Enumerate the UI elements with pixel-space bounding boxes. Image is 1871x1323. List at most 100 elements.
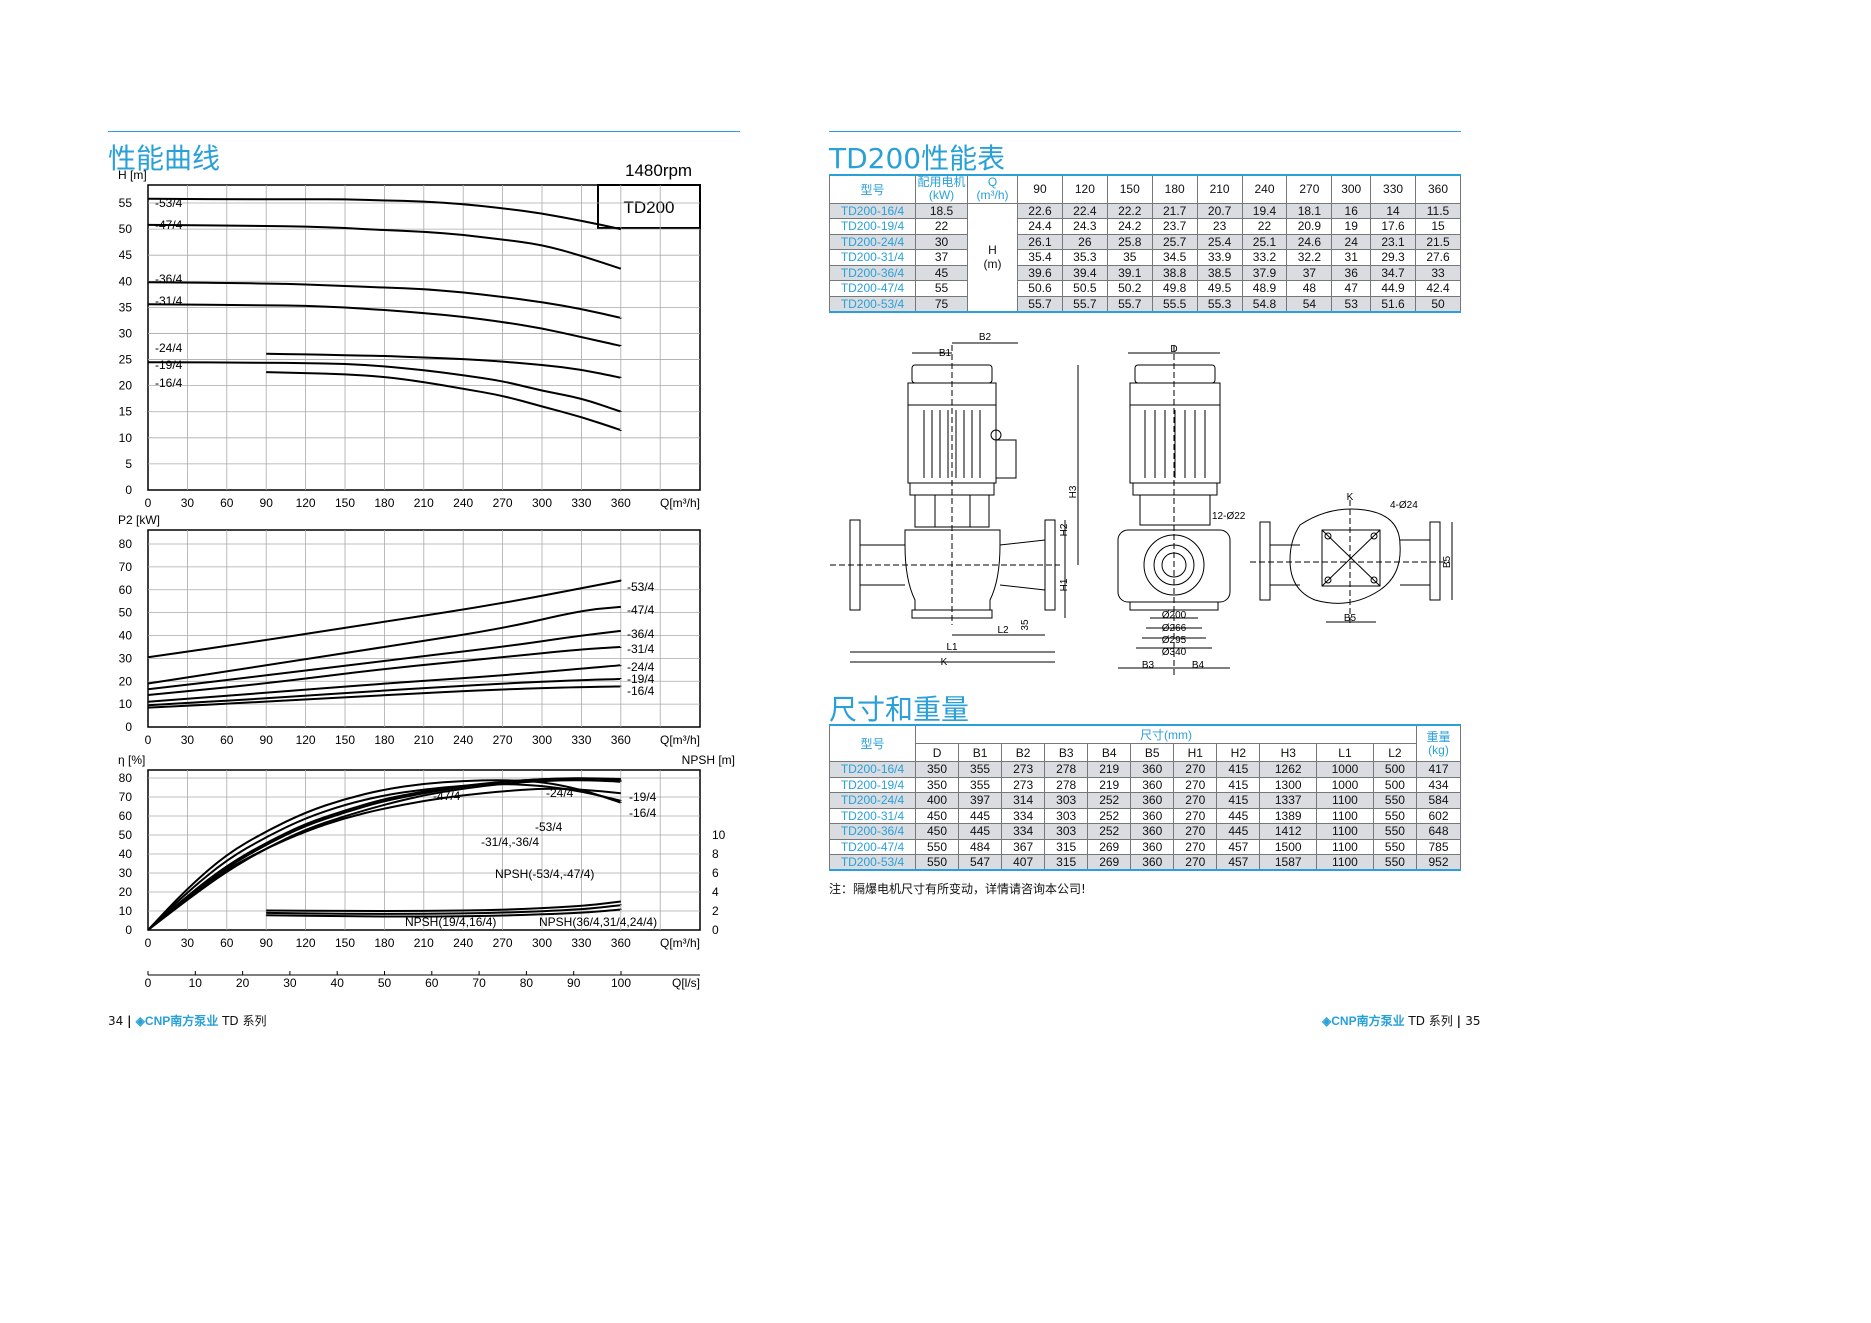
- x-tick-label: 0: [145, 496, 152, 510]
- x-tick-label: 180: [374, 936, 394, 950]
- right-footer: ◈CNP南方泵业 TD 系列 | 35: [1322, 1014, 1481, 1028]
- dim-cell-value: 270: [1173, 854, 1218, 871]
- dim-d266: Ø266: [1162, 623, 1187, 634]
- series-line: [147, 779, 622, 931]
- series-label: -24/4: [546, 786, 574, 800]
- dim-cell-value: 1100: [1316, 792, 1374, 809]
- dim-B3: B3: [1142, 660, 1155, 671]
- perf-cell-head: 55.3: [1196, 295, 1243, 313]
- y-tick-label: 50: [119, 222, 133, 236]
- y-tick-label: 40: [119, 629, 133, 643]
- x-axis-label: Q[m³/h]: [660, 496, 700, 510]
- secondary-x-tick-label: 60: [425, 976, 439, 990]
- perf-cell-head: 38.8: [1151, 264, 1198, 281]
- dim-cell-value: 334: [1001, 823, 1046, 840]
- brand-name: CNP: [144, 1014, 171, 1028]
- y-tick-label: 60: [119, 809, 133, 823]
- series-line: [147, 629, 621, 691]
- x-tick-label: 0: [145, 936, 152, 950]
- perf-cell-head: 25.4: [1196, 233, 1243, 250]
- perf-cell-head: 50.6: [1017, 280, 1063, 297]
- brand-logo: ◈CNP南方泵业: [136, 1014, 219, 1028]
- perf-header-motor: 配用电机(kW): [915, 174, 968, 204]
- model-box: [597, 184, 701, 229]
- dim-cell-value: 273: [1001, 776, 1046, 793]
- perf-cell-head: 22.6: [1017, 202, 1063, 219]
- secondary-x-tick-label: 70: [472, 976, 486, 990]
- dim-header-col: H1: [1173, 743, 1218, 762]
- series-label: -31/4,-36/4: [481, 835, 539, 849]
- dim-cell-value: 1412: [1259, 823, 1318, 840]
- perf-cell-head: 39.6: [1017, 264, 1063, 281]
- side-motor-fan: [1134, 364, 1216, 384]
- dim-header-col: B4: [1087, 743, 1132, 762]
- perf-cell-head: 34.7: [1370, 264, 1417, 281]
- perf-cell-head: 39.4: [1061, 264, 1108, 281]
- y-tick-label: 25: [119, 353, 133, 367]
- perf-cell-head: 35: [1106, 249, 1153, 266]
- x-tick-label: 0: [145, 733, 152, 747]
- dim-header-col: L1: [1316, 743, 1374, 762]
- dim-cell-value: 315: [1044, 854, 1089, 871]
- dim-cell-value: 270: [1173, 807, 1218, 824]
- x-tick-label: 240: [453, 496, 473, 510]
- perf-cell-head: 21.7: [1151, 202, 1198, 219]
- y-tick-label: 55: [119, 196, 133, 210]
- dim-cell-value: 278: [1044, 761, 1089, 778]
- brand-name-right: CNP: [1331, 1014, 1357, 1028]
- perf-cell-model: TD200-47/4: [829, 280, 916, 297]
- dim-cell-model: TD200-36/4: [829, 823, 916, 840]
- perf-cell-head: 47: [1331, 280, 1372, 297]
- dim-cell-model: TD200-19/4: [829, 776, 916, 793]
- x-tick-label: 300: [532, 496, 552, 510]
- perf-cell-head: 44.9: [1370, 280, 1417, 297]
- perf-cell-head: 26: [1061, 233, 1108, 250]
- x-tick-label: 360: [611, 733, 631, 747]
- dim-cell-value: 270: [1173, 792, 1218, 809]
- dim-header-col: B1: [958, 743, 1003, 762]
- dim-cell-value: 407: [1001, 854, 1046, 871]
- footnote: 注：隔爆电机尺寸有所变动，详情请咨询本公司!: [829, 882, 1086, 896]
- dim-cell-value: 1000: [1316, 761, 1374, 778]
- dim-cell-value: 1500: [1259, 838, 1318, 855]
- dim-cell-value: 1100: [1316, 838, 1374, 855]
- series-line: [266, 900, 621, 913]
- x-tick-label: 240: [453, 936, 473, 950]
- perf-cell-head: 55.7: [1061, 295, 1108, 313]
- dim-header-col: L2: [1372, 743, 1418, 762]
- brand-logo-mark: ◈: [135, 1014, 145, 1028]
- perf-header-flow: 180: [1151, 174, 1198, 204]
- y-tick-label: 10: [119, 697, 133, 711]
- dim-cell-value: 500: [1372, 761, 1418, 778]
- perf-cell-head: 16: [1331, 202, 1372, 219]
- dim-cell-value: 1100: [1316, 854, 1374, 871]
- perf-cell-model: TD200-19/4: [829, 218, 916, 235]
- dim-cell-value: 360: [1130, 838, 1175, 855]
- perf-cell-kw: 30: [915, 233, 968, 250]
- dim-cell-value: 360: [1130, 807, 1175, 824]
- series-label: -53/4: [627, 580, 655, 594]
- series-line: [147, 281, 622, 319]
- dim-cell-value: 367: [1001, 838, 1046, 855]
- dim-cell-value: 219: [1087, 761, 1132, 778]
- perf-cell-head: 54.8: [1241, 295, 1288, 313]
- series-line: [147, 779, 622, 931]
- perf-header-flow: 360: [1415, 174, 1461, 204]
- dim-cell-value: 450: [914, 807, 960, 824]
- perf-header-flow: 330: [1370, 174, 1417, 204]
- perf-cell-head: 50.5: [1061, 280, 1108, 297]
- perf-cell-head: 24: [1331, 233, 1372, 250]
- perf-cell-head: 17.6: [1370, 218, 1417, 235]
- perf-header-flow: 240: [1241, 174, 1288, 204]
- dim-cell-value: 1300: [1259, 776, 1318, 793]
- bolt-4: 4-Ø24: [1390, 500, 1418, 511]
- series-label: -19/4: [629, 790, 657, 804]
- dim-cell-value: 360: [1130, 823, 1175, 840]
- y-tick-label: 0: [125, 483, 132, 497]
- pump-ports: [860, 539, 1046, 591]
- x-tick-label: 360: [611, 936, 631, 950]
- perf-cell-kw: 75: [915, 295, 968, 313]
